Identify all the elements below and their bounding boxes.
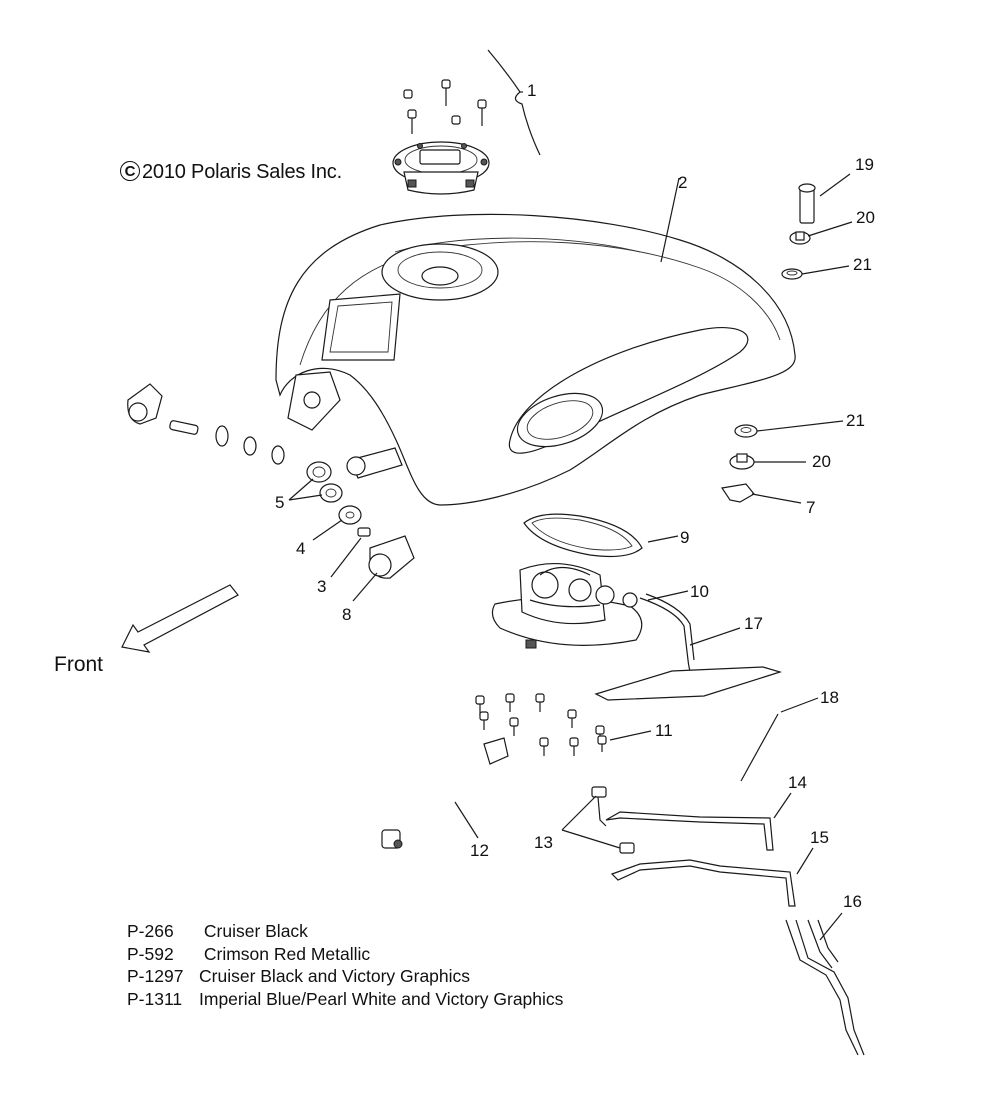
callout-labels: 1 2 3 4 5 7 8 9 10 11 12 13 14 15 16 17 … xyxy=(275,81,875,911)
callout-16: 16 xyxy=(843,892,862,911)
pump-screw-set xyxy=(475,693,652,756)
legend-name: Cruiser Black and Victory Graphics xyxy=(199,966,471,986)
legend-code: P-592 xyxy=(127,943,174,964)
fuel-pump-gasket xyxy=(523,513,679,558)
front-mount-hardware xyxy=(127,383,285,465)
callout-14: 14 xyxy=(788,773,807,792)
legend-code: P-1311 xyxy=(127,988,183,1009)
vent-hose xyxy=(785,912,865,1056)
legend-name: Imperial Blue/Pearl White and Victory Gr… xyxy=(199,988,564,1009)
callout-11: 11 xyxy=(655,721,673,740)
fuel-lines xyxy=(561,786,814,907)
callout-5: 5 xyxy=(275,493,284,512)
callout-8: 8 xyxy=(342,605,351,624)
callout-21a: 21 xyxy=(853,255,872,274)
fuel-tank xyxy=(275,177,796,506)
callout-17: 17 xyxy=(744,614,763,633)
callout-15: 15 xyxy=(810,828,829,847)
callout-1: 1 xyxy=(527,81,536,100)
callout-20a: 20 xyxy=(856,208,875,227)
callout-3: 3 xyxy=(317,577,326,596)
fuel-pump-module xyxy=(491,563,783,701)
legend-row: P-1311 Imperial Blue/Pearl White and Vict… xyxy=(127,988,563,1011)
callout-20b: 20 xyxy=(812,452,831,471)
legend-row: P-592 Crimson Red Metallic xyxy=(127,943,563,966)
legend-name: Crimson Red Metallic xyxy=(203,943,371,964)
legend-row: P-266 Cruiser Black xyxy=(127,920,563,943)
legend-code: P-266 xyxy=(127,921,174,941)
callout-21b: 21 xyxy=(846,411,865,430)
front-label: Front xyxy=(54,653,104,676)
paint-legend: P-266 Cruiser Black P-592 Crimson Red Me… xyxy=(127,920,563,1010)
legend-row: P-1297 Cruiser Black and Victory Graphics xyxy=(127,965,563,988)
rear-mount-hardware-top xyxy=(781,173,853,280)
callout-9: 9 xyxy=(680,528,689,547)
rear-mount-hardware-mid xyxy=(720,420,844,504)
callout-13: 13 xyxy=(534,833,553,852)
callout-7: 7 xyxy=(806,498,815,517)
copyright-icon: C xyxy=(120,161,140,181)
callout-2: 2 xyxy=(678,173,687,192)
legend-name: Cruiser Black xyxy=(203,921,308,941)
callout-4: 4 xyxy=(296,539,305,558)
grommet-set xyxy=(288,461,343,503)
fuel-cap-assembly xyxy=(392,49,541,195)
rod xyxy=(740,697,819,782)
callout-18: 18 xyxy=(820,688,839,707)
washer-bolt-bracket xyxy=(312,505,415,602)
callout-19: 19 xyxy=(855,155,874,174)
callout-10: 10 xyxy=(690,582,709,601)
front-direction-arrow xyxy=(121,584,239,653)
legend-code: P-1297 xyxy=(127,966,184,986)
fuel-hose xyxy=(381,737,509,849)
callout-12: 12 xyxy=(470,841,489,860)
copyright-text: 2010 Polaris Sales Inc. xyxy=(142,161,342,183)
